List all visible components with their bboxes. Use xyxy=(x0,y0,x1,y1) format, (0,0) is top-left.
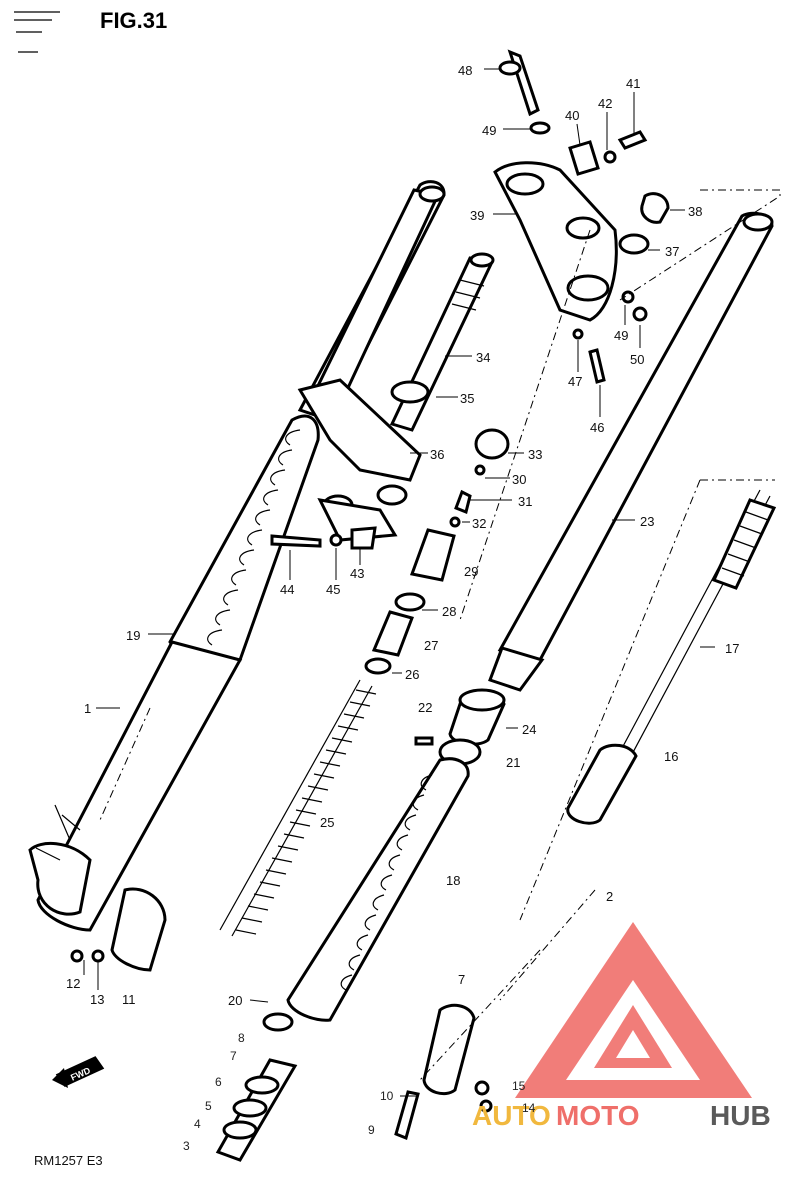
callout-47: 47 xyxy=(568,374,582,389)
callout-24: 24 xyxy=(522,722,536,737)
callout-13: 13 xyxy=(90,992,104,1007)
callout-14: 14 xyxy=(522,1101,536,1115)
callout-7: 7 xyxy=(230,1049,237,1063)
callout-37: 37 xyxy=(665,244,679,259)
callout-49: 49 xyxy=(482,123,496,138)
right-fork-boot xyxy=(286,757,470,1022)
left-fork-assembly xyxy=(28,180,495,972)
callout-25: 25 xyxy=(320,815,334,830)
watermark-moto: MOTO xyxy=(556,1100,639,1131)
callout-18: 18 xyxy=(446,873,460,888)
leader-lines xyxy=(83,68,715,1097)
callout-7-right: 7 xyxy=(458,972,465,987)
callout-2: 2 xyxy=(606,889,613,904)
callout-9: 9 xyxy=(368,1123,375,1137)
center-parts xyxy=(215,428,510,1162)
callout-6: 6 xyxy=(215,1075,222,1089)
callout-11: 11 xyxy=(122,992,136,1007)
callout-28: 28 xyxy=(442,604,456,619)
figure-code: RM1257 E3 xyxy=(34,1153,103,1168)
callout-4: 4 xyxy=(194,1117,201,1131)
automotohub-logo xyxy=(515,922,752,1098)
callout-10: 10 xyxy=(380,1089,394,1103)
callout-42: 42 xyxy=(598,96,612,111)
assembly-guide-lines xyxy=(99,189,781,1081)
figure-title: FIG.31 xyxy=(100,8,167,33)
watermark-auto: AUTO xyxy=(472,1100,551,1131)
watermark-hub: HUB xyxy=(710,1100,771,1131)
callout-12: 12 xyxy=(66,976,80,991)
spring xyxy=(219,679,377,937)
callout-39: 39 xyxy=(470,208,484,223)
right-fork-tubes xyxy=(394,211,777,1141)
callout-16: 16 xyxy=(664,749,678,764)
callout-45: 45 xyxy=(326,582,340,597)
callout-26: 26 xyxy=(405,667,419,682)
callout-32: 32 xyxy=(472,516,486,531)
callout-21: 21 xyxy=(506,755,520,770)
callout-3: 3 xyxy=(183,1139,190,1153)
callout-23: 23 xyxy=(640,514,654,529)
forward-direction-arrow: FWD xyxy=(52,1056,105,1088)
callout-36: 36 xyxy=(430,447,444,462)
callout-8: 8 xyxy=(238,1031,245,1045)
callout-44: 44 xyxy=(280,582,294,597)
callout-48: 48 xyxy=(458,63,472,78)
corner-print-marks xyxy=(14,11,60,53)
callout-22: 22 xyxy=(418,700,432,715)
callout-50: 50 xyxy=(630,352,644,367)
callout-1: 1 xyxy=(84,701,91,716)
callout-41: 41 xyxy=(626,76,640,91)
callout-46: 46 xyxy=(590,420,604,435)
top-triple-clamp xyxy=(493,49,670,384)
callout-38: 38 xyxy=(688,204,702,219)
callout-33: 33 xyxy=(528,447,542,462)
callout-29: 29 xyxy=(464,564,478,579)
callout-35: 35 xyxy=(460,391,474,406)
callout-5: 5 xyxy=(205,1099,212,1113)
callout-34: 34 xyxy=(476,350,490,365)
callout-31: 31 xyxy=(518,494,532,509)
callout-40: 40 xyxy=(565,108,579,123)
callout-49-lower: 49 xyxy=(614,328,628,343)
callout-19: 19 xyxy=(126,628,140,643)
callout-17: 17 xyxy=(725,641,739,656)
callout-27: 27 xyxy=(424,638,438,653)
callout-20: 20 xyxy=(228,993,242,1008)
callout-labels: 48 49 40 42 41 39 38 37 49 50 47 46 34 3… xyxy=(66,63,739,1153)
callout-15: 15 xyxy=(512,1079,526,1093)
callout-30: 30 xyxy=(512,472,526,487)
callout-43: 43 xyxy=(350,566,364,581)
